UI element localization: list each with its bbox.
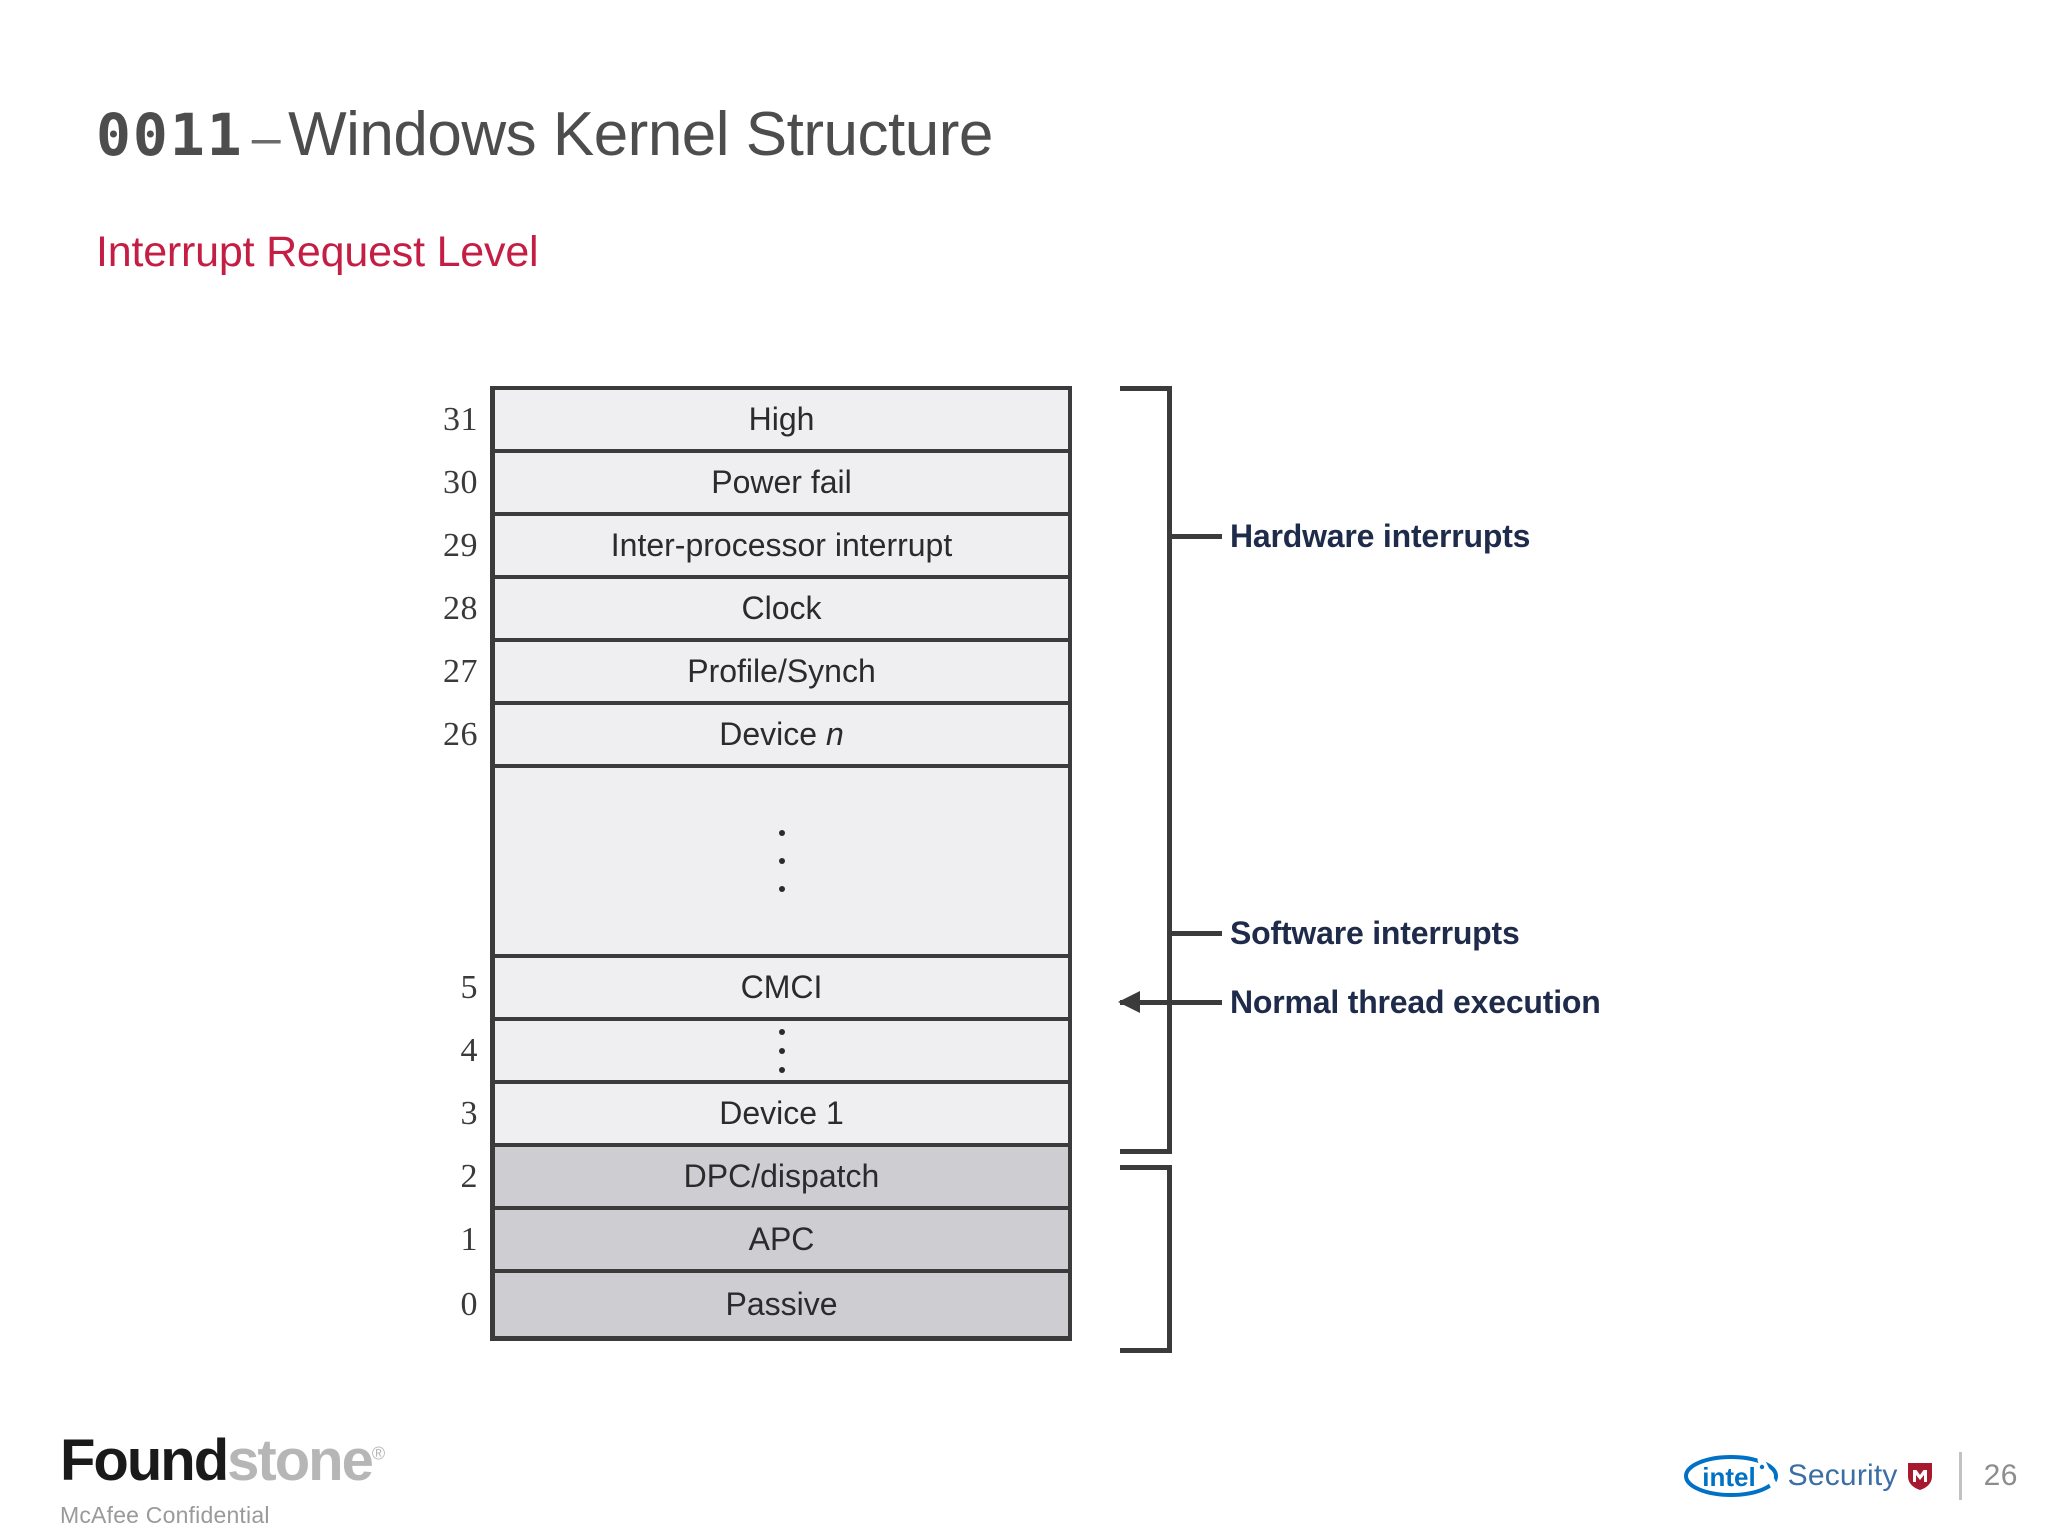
irql-table: 31 High 30 Power fail 29 Inter-processor… — [443, 386, 1072, 1341]
brand-secondary: stone — [227, 1428, 374, 1493]
registered-mark: ® — [371, 1443, 385, 1464]
row-label: Inter-processor interrupt — [610, 527, 953, 563]
foundstone-logo: Foundstone® McAfee Confidential — [60, 1432, 480, 1529]
page-title: 0011–Windows Kernel Structure — [96, 104, 993, 166]
brand-primary: Found — [60, 1428, 229, 1493]
page-number: 26 — [1983, 1459, 2018, 1492]
row-level: 1 — [460, 1220, 478, 1258]
row-level: 3 — [460, 1094, 478, 1132]
hardware-interrupts-bracket — [1120, 386, 1172, 1154]
page-subtitle: Interrupt Request Level — [96, 228, 539, 276]
table-row: 26 Device n — [443, 705, 1068, 768]
title-text: Windows Kernel Structure — [288, 100, 993, 169]
normal-thread-execution-label: Normal thread execution — [1230, 984, 1601, 1020]
table-row: 0 Passive — [461, 1273, 1068, 1336]
row-level: 2 — [460, 1157, 478, 1195]
intel-logo-icon: intel — [1683, 1454, 1779, 1498]
row-label: Device 1 — [719, 1095, 844, 1131]
table-row: 1 APC — [461, 1210, 1068, 1273]
table-row: 31 High — [443, 390, 1068, 453]
title-code: 0011 — [96, 101, 244, 169]
table-row: 27 Profile/Synch — [443, 642, 1068, 705]
table-row-ellipsis — [495, 768, 1068, 958]
row-level: 5 — [460, 968, 478, 1006]
table-row: 30 Power fail — [443, 453, 1068, 516]
row-level: 30 — [443, 463, 478, 501]
row-label: DPC/dispatch — [683, 1158, 880, 1194]
row-level: 26 — [443, 715, 478, 753]
row-label: Passive — [725, 1286, 838, 1322]
row-label: High — [748, 401, 815, 437]
foundstone-wordmark: Foundstone® — [60, 1432, 480, 1490]
table-row: 3 Device 1 — [461, 1084, 1068, 1147]
row-label: Clock — [741, 590, 822, 626]
row-label: CMCI — [740, 969, 823, 1005]
confidential-notice: McAfee Confidential — [60, 1502, 270, 1528]
hardware-interrupts-label: Hardware interrupts — [1230, 518, 1531, 554]
table-row-ellipsis: 4 — [461, 1021, 1068, 1084]
vertical-ellipsis-icon — [778, 830, 785, 892]
table-row: 28 Clock — [443, 579, 1068, 642]
intel-security-logo: intel Security — [1683, 1454, 1933, 1498]
title-dash: – — [251, 109, 281, 167]
row-label: APC — [748, 1221, 815, 1257]
mcafee-shield-icon — [1907, 1463, 1932, 1490]
footer-divider — [1958, 1452, 1962, 1500]
row-label: Profile/Synch — [687, 653, 876, 689]
row-level: 27 — [443, 652, 478, 690]
irql-diagram: 31 High 30 Power fail 29 Inter-processor… — [430, 386, 1850, 1366]
footer-right-group: intel Security 26 — [1683, 1452, 2018, 1500]
hardware-interrupts-tick — [1172, 534, 1222, 539]
table-row: 29 Inter-processor interrupt — [443, 516, 1068, 579]
software-interrupts-tick — [1172, 931, 1222, 936]
row-level: 29 — [443, 526, 478, 564]
software-interrupts-bracket — [1120, 1165, 1172, 1353]
table-row: 5 CMCI — [461, 958, 1068, 1021]
table-row: 2 DPC/dispatch — [461, 1147, 1068, 1210]
security-wordmark: Security — [1787, 1459, 1898, 1492]
row-level: 31 — [443, 400, 478, 438]
row-level: 4 — [460, 1031, 478, 1069]
row-level: 28 — [443, 589, 478, 627]
intel-wordmark: intel — [1702, 1462, 1755, 1492]
row-label: Device n — [719, 716, 844, 752]
software-interrupts-label: Software interrupts — [1230, 915, 1520, 951]
normal-thread-arrow-icon — [1118, 991, 1222, 1013]
row-label: Power fail — [711, 464, 852, 500]
row-level: 0 — [460, 1285, 478, 1323]
vertical-ellipsis-icon — [778, 1028, 785, 1073]
